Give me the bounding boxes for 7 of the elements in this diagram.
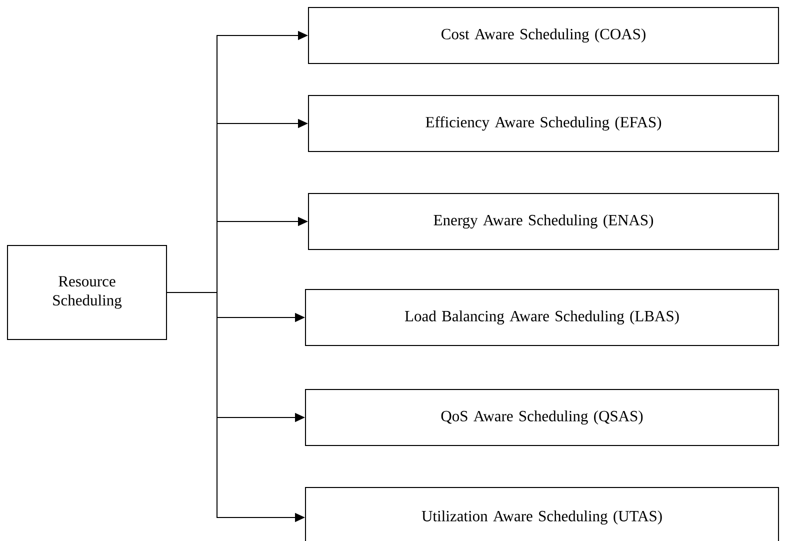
category-box: Resource Scheduling bbox=[7, 245, 167, 340]
scheduling-box: QoS Aware Scheduling (QSAS) bbox=[305, 389, 779, 446]
scheduling-box: Cost Aware Scheduling (COAS) bbox=[308, 7, 779, 64]
scheduling-box: Efficiency Aware Scheduling (EFAS) bbox=[308, 95, 779, 152]
scheduling-box: Energy Aware Scheduling (ENAS) bbox=[308, 193, 779, 250]
scheduling-box: Load Balancing Aware Scheduling (LBAS) bbox=[305, 289, 779, 346]
scheduling-box: Utilization Aware Scheduling (UTAS) bbox=[305, 487, 779, 541]
